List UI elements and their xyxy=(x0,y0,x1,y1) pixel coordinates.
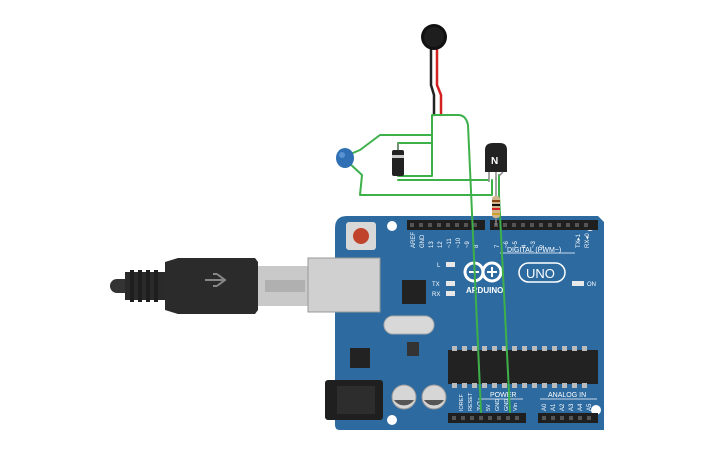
wire-5v[interactable] xyxy=(433,114,482,413)
pin-label: A3 xyxy=(569,403,575,411)
pin-label: ~5 xyxy=(513,240,519,248)
motor-lead-red[interactable] xyxy=(435,46,443,117)
pin-label: RX◂0 xyxy=(585,233,591,248)
led-l-label: L xyxy=(437,263,441,269)
digital-header-right[interactable] xyxy=(490,220,598,230)
pin-label: A4 xyxy=(578,403,584,411)
transistor-lead-e xyxy=(498,171,504,177)
pin-label: A2 xyxy=(560,403,566,411)
capacitor-body xyxy=(336,148,354,168)
pin-label: GND xyxy=(420,234,426,248)
pin-label: TX▸1 xyxy=(576,233,582,248)
usb-chip xyxy=(402,280,426,304)
usb-cable[interactable] xyxy=(110,258,310,314)
diode[interactable] xyxy=(392,143,404,176)
capacitor-band xyxy=(394,400,414,406)
pin-label: IOREF xyxy=(459,394,465,411)
mount-hole xyxy=(387,221,397,231)
pin-label: 5V xyxy=(486,404,492,411)
uno-model: UNO xyxy=(526,266,555,281)
capacitor-highlight xyxy=(339,152,345,158)
pin-label: 4 xyxy=(522,244,528,248)
pin-label: 12 xyxy=(438,241,444,248)
usb-socket xyxy=(307,257,381,313)
small-chip xyxy=(407,342,419,356)
led-rx-label: RX xyxy=(432,292,440,298)
analog-header[interactable] xyxy=(538,413,598,423)
usb-plug-metal-inner xyxy=(265,280,305,292)
arduino-brand: ARDUINO xyxy=(466,286,503,295)
pin-label: Vin xyxy=(513,403,519,411)
ceramic-capacitor[interactable] xyxy=(336,148,354,168)
pin-label: GND xyxy=(504,399,510,411)
pin-label: 2 xyxy=(540,244,546,248)
capacitor-band xyxy=(424,400,444,406)
transistor-label: N xyxy=(491,156,498,167)
led-on xyxy=(572,281,584,286)
atmega-chip xyxy=(448,350,598,384)
power-header-holes xyxy=(452,416,519,420)
led-tx xyxy=(446,281,455,286)
pin-label: ~9 xyxy=(465,240,471,248)
power-jack-inner xyxy=(337,386,375,414)
pin-label: 7 xyxy=(495,244,501,248)
usb-icon xyxy=(205,273,227,287)
transistor-body xyxy=(485,143,507,172)
led-l xyxy=(446,262,455,267)
led-tx-label: TX xyxy=(432,282,440,288)
mount-hole xyxy=(387,415,397,425)
pin-label: ~11 xyxy=(447,238,453,248)
resistor[interactable] xyxy=(492,196,500,218)
crystal xyxy=(383,315,435,335)
digital-header-label: DIGITAL (PWM~) xyxy=(507,247,561,254)
usb-cable-ribs xyxy=(130,270,158,302)
wire-cap-collector[interactable] xyxy=(347,161,493,196)
uno-badge xyxy=(518,262,566,283)
resistor-band-4 xyxy=(492,213,500,215)
pin-label: ~3 xyxy=(531,240,537,248)
pin-label: A0 xyxy=(542,403,548,411)
pin-label: AREF xyxy=(411,232,417,248)
power-header[interactable] xyxy=(448,413,526,423)
wire-cap-top[interactable] xyxy=(347,114,442,156)
resistor-band-1 xyxy=(492,200,500,202)
arduino-uno-board[interactable]: AREF GND 13 12 ~11 ~10 ~9 8 7 ~6 ~5 4 ~3… xyxy=(307,216,604,430)
resistor-band-2 xyxy=(492,204,500,206)
led-rx xyxy=(446,291,455,296)
atmega-pins-bottom xyxy=(452,383,587,388)
mount-hole xyxy=(591,405,601,415)
pin-label: A1 xyxy=(551,403,557,411)
atmega-pins-top xyxy=(452,346,587,351)
wire-gnd[interactable] xyxy=(498,174,511,413)
wire-diode-bottom[interactable] xyxy=(397,134,433,177)
pin-label: GND xyxy=(495,399,501,411)
voltage-regulator xyxy=(350,348,370,368)
electrolytic-capacitor xyxy=(421,384,447,410)
pin-label: 13 xyxy=(429,241,435,248)
analog-header-label: ANALOG IN xyxy=(548,392,586,399)
pin-label: ~6 xyxy=(504,240,510,248)
electrolytic-capacitor xyxy=(391,384,417,410)
pin-label: A5 xyxy=(587,403,593,411)
usb-plug-body xyxy=(165,258,258,314)
power-header-label: POWER xyxy=(490,392,516,399)
analog-pin-labels: A0 A1 A2 A3 A4 A5 xyxy=(542,403,593,411)
analog-header-holes xyxy=(542,416,591,420)
pin-label: RESET xyxy=(468,392,474,411)
motor-face xyxy=(424,27,444,47)
vibration-motor[interactable] xyxy=(421,24,447,50)
led-on-label: ON xyxy=(587,282,596,288)
motor-lead-black[interactable] xyxy=(429,46,436,117)
pin-label: ~10 xyxy=(456,237,462,248)
diode-body xyxy=(392,150,404,176)
reset-button[interactable] xyxy=(353,228,369,244)
wire-diode-top[interactable] xyxy=(397,142,433,151)
digital-pin-labels: AREF GND 13 12 ~11 ~10 ~9 8 7 ~6 ~5 4 ~3… xyxy=(411,232,591,248)
resistor-band-3 xyxy=(492,208,500,210)
npn-transistor[interactable]: N xyxy=(485,143,507,182)
pin-label: 8 xyxy=(474,244,480,248)
diode-band xyxy=(392,155,404,158)
wires xyxy=(347,46,511,413)
